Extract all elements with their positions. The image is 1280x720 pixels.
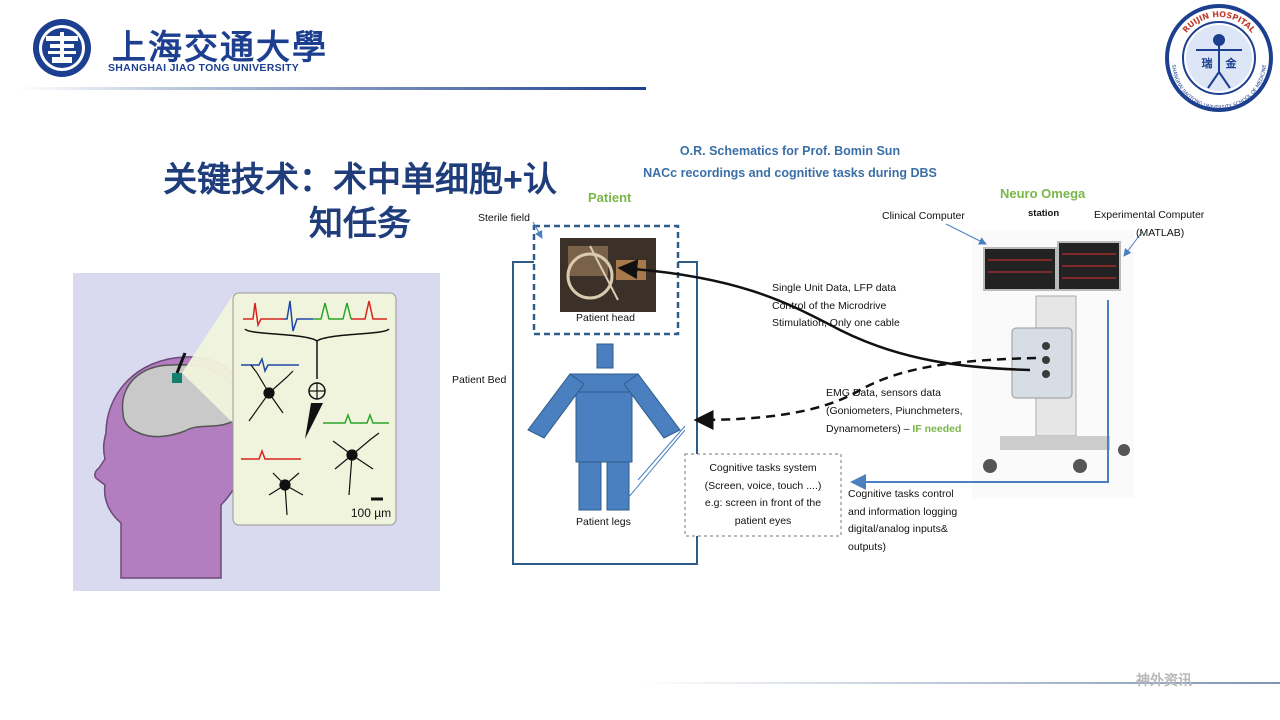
single-cell-recording-figure: 100 µm xyxy=(73,273,440,591)
cog-control-line-2: and information logging xyxy=(848,505,958,518)
single-unit-data-note: Single Unit Data, LFP data Control of th… xyxy=(772,280,900,333)
cog-system-line-1: Cognitive tasks system xyxy=(709,462,817,474)
blue-unit-trace xyxy=(241,356,299,374)
cog-control-line-1: Cognitive tasks control xyxy=(848,488,954,500)
sjtu-logo-emblem xyxy=(33,19,91,77)
neuro-omega-station xyxy=(972,230,1134,498)
patient-bed-label: Patient Bed xyxy=(452,374,507,386)
sjtu-emblem-icon xyxy=(33,19,91,77)
inset-callout xyxy=(182,295,233,423)
cog-system-line-4: patient eyes xyxy=(734,514,792,527)
station-label: station xyxy=(1028,208,1060,219)
or-title-line-2: NACc recordings and cognitive tasks duri… xyxy=(643,166,937,180)
footer-divider xyxy=(640,682,1280,684)
if-needed-label: IF needed xyxy=(912,423,962,435)
clinical-computer-pointer xyxy=(945,223,987,245)
scale-bar-label: 100 µm xyxy=(351,506,391,520)
slide-title-line-1: 关键技术：术中单细胞+认 xyxy=(163,161,557,199)
single-unit-line-3: Stimulation, Only one cable xyxy=(772,317,900,329)
single-unit-cable-arrow xyxy=(617,259,1031,372)
emg-data-note: EMG Data, sensors data (Goniometers, Piu… xyxy=(826,384,963,438)
sterile-field-pointer xyxy=(532,221,543,239)
watermark-text: 神外资讯 xyxy=(1136,672,1192,688)
clinical-computer-label: Clinical Computer xyxy=(882,210,965,222)
emg-dash: – xyxy=(900,423,913,435)
hospital-seal-logo: RUIJIN HOSPITAL SHANGHAI JIAOTONG UNIVER… xyxy=(1165,4,1273,112)
cognitive-control-line xyxy=(850,300,1109,490)
slide-title-line-2: 知任务 xyxy=(309,205,411,243)
single-unit-line-1: Single Unit Data, LFP data xyxy=(772,282,897,294)
pointer-to-legs-2 xyxy=(627,429,686,499)
matlab-label: (MATLAB) xyxy=(1136,227,1185,239)
seal-char-jin: 金 xyxy=(1225,56,1238,70)
or-schematic-title: O.R. Schematics for Prof. Bomin Sun NACc… xyxy=(560,140,1020,184)
patient-legs-label: Patient legs xyxy=(576,516,631,528)
university-name-chinese: 上海交通大學 xyxy=(112,28,328,68)
microelectrode xyxy=(175,352,187,374)
cognitive-control-note: Cognitive tasks control and information … xyxy=(848,486,957,556)
recording-site-marker xyxy=(172,373,182,383)
neuron-1 xyxy=(248,364,294,422)
or-schematic-diagram xyxy=(512,221,1143,565)
sterile-field-label: Sterile field xyxy=(478,212,530,224)
red-unit-trace xyxy=(241,448,301,460)
cognitive-system-note: Cognitive tasks system (Screen, voice, t… xyxy=(686,460,840,530)
pointer-to-legs xyxy=(637,425,686,481)
composite-spike-trace xyxy=(243,300,387,332)
emg-line-3: Dynamometers) – IF needed xyxy=(826,420,963,438)
emg-data-arrow xyxy=(693,356,1037,430)
cognitive-system-box xyxy=(684,453,842,537)
slide-title: 关键技术：术中单细胞+认 知任务 xyxy=(120,158,600,246)
patient-head-photo xyxy=(560,238,656,312)
green-unit-trace xyxy=(323,412,389,424)
cog-control-line-4: outputs) xyxy=(848,540,886,553)
emg-line-1: EMG Data, sensors data xyxy=(826,387,941,399)
neuron-2 xyxy=(332,432,380,496)
or-title-line-1: O.R. Schematics for Prof. Bomin Sun xyxy=(679,144,901,158)
cog-control-line-3: digital/analog inputs& xyxy=(848,523,948,535)
header-divider xyxy=(18,87,646,90)
patient-head-label: Patient head xyxy=(576,312,635,324)
clinical-monitor xyxy=(983,247,1057,291)
cog-system-line-3: e.g: screen in front of the xyxy=(704,497,822,509)
university-name-english: SHANGHAI JIAO TONG UNIVERSITY xyxy=(108,62,300,74)
patient-label: Patient xyxy=(588,190,632,205)
neuron-3 xyxy=(268,472,304,516)
electrode-tip xyxy=(305,341,326,439)
emg-line-2: (Goniometers, Piunchmeters, xyxy=(826,405,963,417)
vitruvian-figure-icon xyxy=(1196,34,1242,89)
seal-char-rui: 瑞 xyxy=(1202,56,1213,70)
emg-line-3-text: Dynamometers) xyxy=(826,423,901,435)
neuro-omega-label: Neuro Omega xyxy=(1000,186,1086,201)
single-unit-line-2: Control of the Microdrive xyxy=(772,299,887,312)
cog-system-line-2: (Screen, voice, touch ....) xyxy=(704,479,822,492)
experimental-computer-label: Experimental Computer xyxy=(1094,209,1205,221)
patient-body-figure xyxy=(527,343,681,511)
experimental-computer-pointer xyxy=(1123,231,1143,257)
